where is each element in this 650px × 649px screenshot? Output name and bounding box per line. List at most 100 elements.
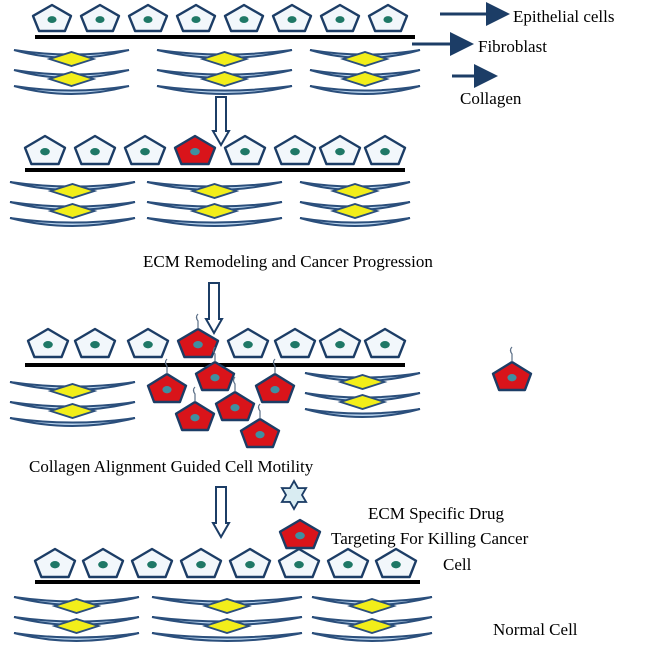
epithelial-cell xyxy=(271,3,313,33)
cell-nucleus xyxy=(255,431,265,439)
cell-nucleus xyxy=(243,341,253,349)
ecm-fibroblast xyxy=(199,51,250,67)
cell-nucleus xyxy=(90,148,100,156)
cancer-flagellum xyxy=(212,346,216,362)
epithelial-cell xyxy=(318,327,362,359)
ecm-fibroblast xyxy=(337,394,388,410)
cell-nucleus xyxy=(190,148,200,156)
label-epithelial-cells: Epithelial cells xyxy=(513,7,615,26)
ecm-fibroblast xyxy=(340,51,390,67)
migrating-cancer-cell xyxy=(254,372,296,404)
ecm-fiber xyxy=(156,85,293,95)
epithelial-cell xyxy=(23,134,67,166)
epithelial-cell xyxy=(26,327,70,359)
ecm-fibroblast xyxy=(47,203,98,219)
epithelial-cell xyxy=(273,134,317,166)
ecm-fibroblast xyxy=(330,183,380,199)
ecm-fiber xyxy=(13,69,130,79)
ecm-fiber xyxy=(311,632,433,642)
epithelial-cell xyxy=(81,547,125,579)
epithelial-cell xyxy=(130,547,174,579)
epithelial-cell xyxy=(79,3,121,33)
ecm-fiber xyxy=(13,49,130,59)
epithelial-cell xyxy=(223,134,267,166)
stage-cancer-initiation xyxy=(9,134,411,227)
migrating-cancer-cell xyxy=(239,417,281,449)
cell-nucleus xyxy=(335,148,345,156)
motility-arrow xyxy=(204,282,224,336)
cancer-flagellum xyxy=(164,358,168,374)
epithelial-cell xyxy=(273,327,317,359)
cell-nucleus xyxy=(98,561,108,569)
cell-nucleus xyxy=(50,561,60,569)
label-collagen: Collagen xyxy=(460,89,522,108)
label-ecm-remodeling: ECM Remodeling and Cancer Progression xyxy=(143,252,433,271)
cell-nucleus xyxy=(270,386,280,394)
cell-nucleus xyxy=(245,561,255,569)
drug-targeting xyxy=(278,479,322,550)
stage-normal-tissue xyxy=(13,3,421,95)
ecm-fiber xyxy=(304,392,421,402)
ecm-fiber xyxy=(9,401,136,411)
cancer-flagellum xyxy=(232,376,236,392)
epithelial-cell xyxy=(228,547,272,579)
migrating-cancer-cell xyxy=(194,360,236,392)
ecm-fiber xyxy=(309,69,421,79)
cell-nucleus xyxy=(193,341,203,349)
ecm-fiber xyxy=(309,49,421,59)
ecm-fibroblast xyxy=(347,598,397,614)
ecm-fibroblast xyxy=(47,403,98,419)
cell-nucleus xyxy=(143,341,153,349)
ecm-fiber xyxy=(13,616,140,626)
label-drug-line2: Targeting For Killing Cancer xyxy=(331,529,529,548)
epithelial-cell xyxy=(367,3,409,33)
ecm-fibroblast xyxy=(199,71,250,87)
ecm-fiber xyxy=(9,181,136,191)
cell-nucleus xyxy=(90,341,100,349)
stage-restored-normal xyxy=(13,547,433,642)
ecm-fibroblast xyxy=(189,183,240,199)
epithelial-cell xyxy=(73,327,117,359)
label-drug-line1: ECM Specific Drug xyxy=(368,504,504,523)
epithelial-cell xyxy=(127,3,169,33)
ecm-fibroblast xyxy=(347,618,397,634)
label-normal-cell: Normal Cell xyxy=(493,620,578,639)
ecm-fibroblast xyxy=(189,203,240,219)
ecm-fibroblast xyxy=(51,598,102,614)
cell-nucleus xyxy=(295,532,305,540)
migrating-cancer-cell xyxy=(174,400,216,432)
epithelial-cell xyxy=(363,134,407,166)
cell-nucleus xyxy=(239,16,249,23)
epithelial-cell xyxy=(374,547,418,579)
ecm-fibroblast xyxy=(330,203,380,219)
ecm-fibroblast xyxy=(337,374,388,390)
cancer-flagellum xyxy=(257,403,261,419)
epithelial-cell xyxy=(179,547,223,579)
ecm-fiber xyxy=(9,201,136,211)
label-collagen-alignment: Collagen Alignment Guided Cell Motility xyxy=(29,457,314,476)
ecm-fiber xyxy=(151,596,303,606)
cell-nucleus xyxy=(290,148,300,156)
epithelial-cell xyxy=(126,327,170,359)
epithelial-cell xyxy=(226,327,270,359)
progression-arrow xyxy=(211,96,231,148)
cell-nucleus xyxy=(343,561,353,569)
ecm-fiber xyxy=(151,632,303,642)
ecm-fiber xyxy=(299,201,411,211)
cancer-cell xyxy=(176,327,220,359)
ecm-fibroblast xyxy=(46,51,97,67)
cell-nucleus xyxy=(147,561,157,569)
ecm-fibroblast xyxy=(202,598,252,614)
epithelial-cell xyxy=(33,547,77,579)
epithelial-cell xyxy=(223,3,265,33)
cell-nucleus xyxy=(294,561,304,569)
ecm-fiber xyxy=(304,372,421,382)
epithelial-cell xyxy=(318,134,362,166)
label-drug-line3: Cell xyxy=(443,555,472,574)
ecm-fiber xyxy=(146,217,283,227)
cell-nucleus xyxy=(143,16,153,23)
cancer-flagellum xyxy=(192,386,196,402)
ecm-fibroblast xyxy=(47,183,98,199)
escaped-cancer-cell xyxy=(491,360,533,392)
ecm-fiber xyxy=(299,217,411,227)
